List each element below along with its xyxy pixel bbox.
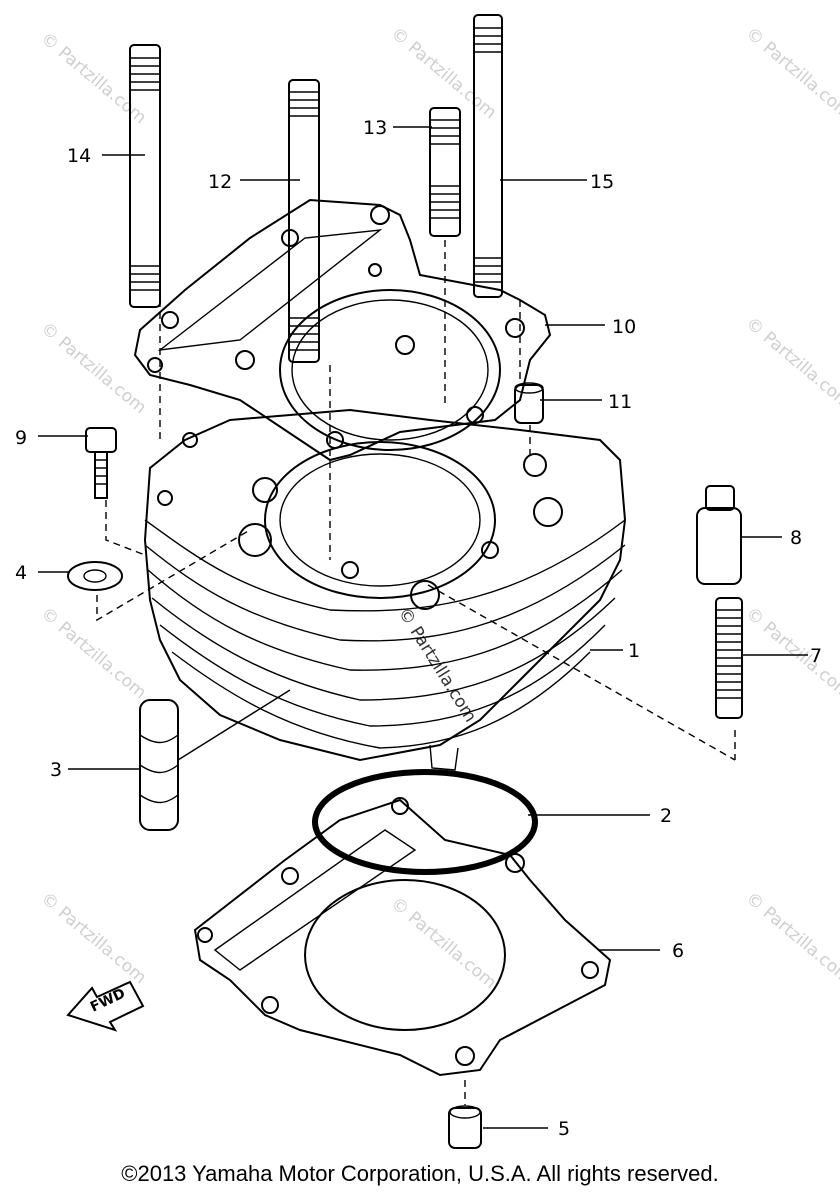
callout-6: 6 xyxy=(672,940,684,962)
part-5-dowel xyxy=(448,1105,482,1149)
callout-10: 10 xyxy=(612,316,636,338)
callout-4: 4 xyxy=(15,562,27,584)
part-1-cylinder xyxy=(143,408,627,771)
watermark: © Partzilla.com xyxy=(742,24,840,124)
part-13-stud xyxy=(429,107,461,237)
watermark: © Partzilla.com xyxy=(37,319,150,419)
part-15-stud xyxy=(473,14,503,298)
fwd-arrow-icon: FWD xyxy=(66,980,145,1032)
callout-15: 15 xyxy=(590,171,614,193)
part-11-dowel-pin xyxy=(514,382,544,424)
watermark: © Partzilla.com xyxy=(37,604,150,704)
callout-9: 9 xyxy=(15,427,27,449)
callout-3: 3 xyxy=(50,759,62,781)
watermark: © Partzilla.com xyxy=(37,889,150,989)
callout-13: 13 xyxy=(363,117,387,139)
leader-lines xyxy=(38,126,808,1129)
alignment-lines xyxy=(96,240,736,1105)
callout-2: 2 xyxy=(660,805,672,827)
callout-5: 5 xyxy=(558,1118,570,1140)
watermark-center: © Partzilla.com xyxy=(394,604,480,726)
callout-11: 11 xyxy=(608,391,632,413)
part-10-head-gasket xyxy=(133,198,552,462)
part-6-base-gasket xyxy=(193,797,612,1077)
callout-14: 14 xyxy=(67,145,91,167)
callout-7: 7 xyxy=(810,645,822,667)
watermark: © Partzilla.com xyxy=(742,314,840,414)
watermark: © Partzilla.com xyxy=(742,889,840,989)
copyright-notice: ©2013 Yamaha Motor Corporation, U.S.A. A… xyxy=(121,1161,719,1186)
part-8-cap xyxy=(696,485,742,585)
watermark: © Partzilla.com xyxy=(37,29,150,129)
part-2-o-ring xyxy=(312,769,538,875)
part-12-stud xyxy=(288,79,320,363)
callout-labels: 14 12 13 15 10 11 9 4 8 7 1 3 2 6 5 xyxy=(15,117,822,1140)
callout-1: 1 xyxy=(628,640,640,662)
part-3-pin xyxy=(139,699,179,831)
watermark: © Partzilla.com xyxy=(742,604,840,704)
part-9-bolt xyxy=(85,427,117,499)
callout-12: 12 xyxy=(208,171,232,193)
part-4-washer xyxy=(67,561,123,591)
part-7-stud xyxy=(715,597,743,719)
part-14-stud xyxy=(129,44,161,308)
callout-8: 8 xyxy=(790,527,802,549)
